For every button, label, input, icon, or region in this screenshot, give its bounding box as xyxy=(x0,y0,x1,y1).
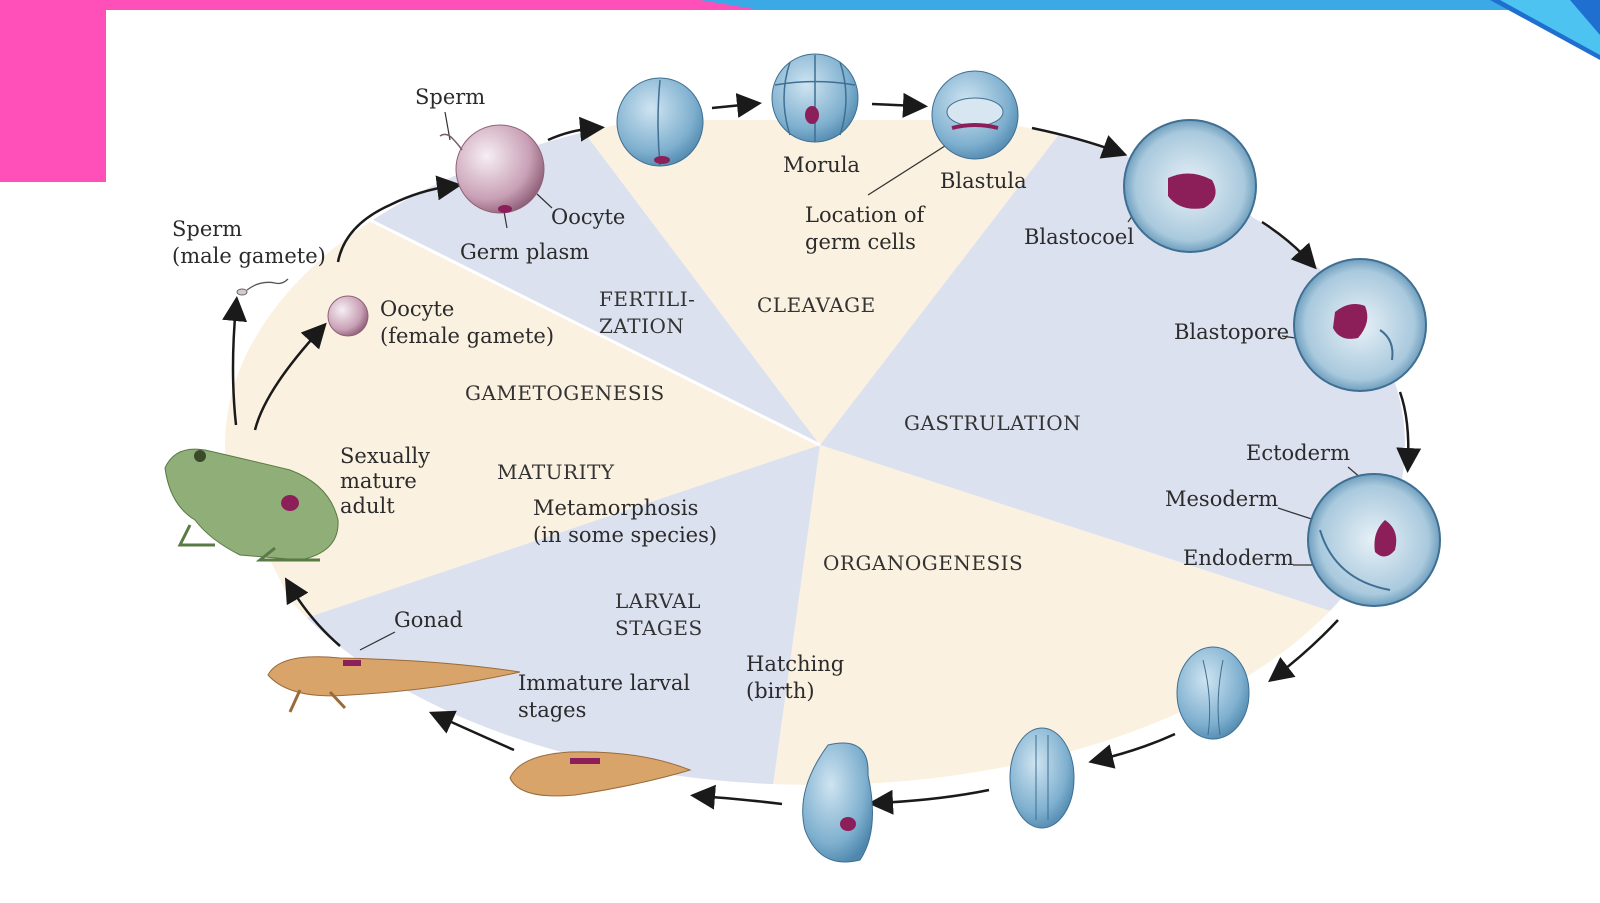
sector-maturity xyxy=(225,330,820,620)
morula xyxy=(771,53,859,143)
stage-fertilization: FERTILI-ZATION xyxy=(599,287,696,338)
stage-organogenesis: ORGANOGENESIS xyxy=(823,551,1024,575)
label-blastula: Blastula xyxy=(940,169,1027,193)
early-gastrula xyxy=(1123,119,1257,253)
two-cell-embryo xyxy=(616,77,704,167)
label-sperm: Sperm xyxy=(415,85,486,109)
stage-cleavage: CLEAVAGE xyxy=(757,293,876,317)
label-gonad: Gonad xyxy=(394,608,463,632)
label-metamorphosis: Metamorphosis(in some species) xyxy=(533,496,718,547)
label-germ-plasm: Germ plasm xyxy=(460,240,590,264)
slide-accent-top-right xyxy=(1490,0,1600,60)
oocyte-large xyxy=(455,124,545,214)
cycle-arrows xyxy=(222,92,1422,815)
label-mesoderm: Mesoderm xyxy=(1165,487,1279,511)
tadpole-older xyxy=(267,656,521,713)
label-hatching: Hatching(birth) xyxy=(746,652,845,703)
sector-divider xyxy=(369,218,821,447)
slide-accent-top-left xyxy=(0,0,1600,182)
label-blastopore: Blastopore xyxy=(1174,320,1290,344)
neurula-late xyxy=(1009,727,1075,829)
sperm-icon xyxy=(439,133,463,151)
blastula xyxy=(931,70,1019,160)
label-blastocoel: Blastocoel xyxy=(1024,225,1135,249)
tadpole-young xyxy=(509,751,692,797)
sperm-small-icon xyxy=(236,278,289,296)
oocyte-small xyxy=(327,295,369,337)
label-morula: Morula xyxy=(783,153,860,177)
label-endoderm: Endoderm xyxy=(1183,546,1294,570)
label-oocyte-female: Oocyte(female gamete) xyxy=(380,297,555,348)
label-sperm-male: Sperm(male gamete) xyxy=(172,217,326,268)
label-oocyte: Oocyte xyxy=(551,205,626,229)
late-gastrula xyxy=(1307,473,1441,607)
tailbud-embryo xyxy=(802,742,873,863)
label-ectoderm: Ectoderm xyxy=(1246,441,1350,465)
mid-gastrula xyxy=(1293,258,1427,392)
neurula-early xyxy=(1176,646,1250,740)
stage-gametogenesis: GAMETOGENESIS xyxy=(465,381,665,405)
frog-adult xyxy=(164,448,339,562)
stage-maturity: MATURITY xyxy=(497,460,615,484)
stage-gastrulation: GASTRULATION xyxy=(904,411,1082,435)
sector-cleavage xyxy=(575,120,1070,445)
